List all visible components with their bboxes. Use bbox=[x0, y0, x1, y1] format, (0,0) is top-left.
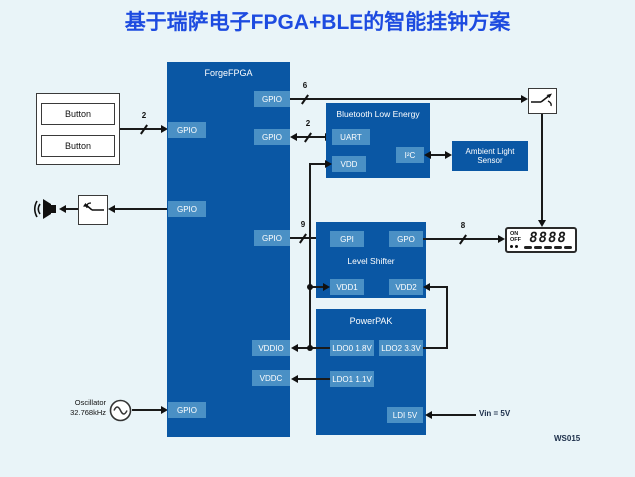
bus-width-gpi: 9 bbox=[296, 220, 310, 244]
bus-width-gpo: 8 bbox=[456, 221, 470, 245]
ls-pin-vdd1: VDD1 bbox=[330, 279, 364, 295]
bus-width-switch: 6 bbox=[298, 81, 312, 105]
arrowhead bbox=[423, 283, 430, 291]
arrowhead bbox=[498, 235, 505, 243]
display-dots bbox=[510, 245, 524, 248]
wire-rail-vdd2 bbox=[430, 286, 446, 288]
wire-vin-ldi bbox=[432, 414, 476, 416]
clock-display: ON OFF 8888 bbox=[505, 227, 577, 253]
ls-pin-gpi: GPI bbox=[330, 231, 364, 247]
wire-oscillator-gpio bbox=[132, 409, 161, 411]
arrowhead bbox=[161, 406, 168, 414]
bus-slash bbox=[140, 124, 148, 135]
bus-width-uart: 2 bbox=[301, 119, 315, 143]
ls-pin-gpo: GPO bbox=[389, 231, 423, 247]
bus-width-label: 2 bbox=[141, 111, 147, 120]
bus-width-label: 8 bbox=[460, 221, 466, 230]
forgefpga-title: ForgeFPGA bbox=[204, 68, 253, 78]
page-title: 基于瑞萨电子FPGA+BLE的智能挂钟方案 bbox=[124, 11, 511, 34]
fpga-pin-gpio-switch: GPIO bbox=[254, 91, 290, 107]
fpga-pin-gpio-speaker: GPIO bbox=[168, 201, 206, 217]
display-on-label: ON bbox=[510, 231, 519, 237]
arrowhead bbox=[108, 205, 115, 213]
arrowhead bbox=[425, 411, 432, 419]
ble-pin-uart: UART bbox=[332, 129, 370, 145]
wire-gpio-switch bbox=[290, 98, 521, 100]
ls-pin-vdd2: VDD2 bbox=[389, 279, 423, 295]
oscillator-label: Oscillator 32.768kHz bbox=[70, 398, 106, 417]
arrowhead bbox=[424, 151, 431, 159]
display-digits-area: 8888 bbox=[524, 230, 572, 250]
fpga-pin-gpio-oscillator: GPIO bbox=[168, 402, 206, 418]
arrowhead bbox=[161, 125, 168, 133]
bus-slash bbox=[301, 94, 309, 105]
button-1: Button bbox=[41, 103, 115, 125]
wire-gpio-amp bbox=[115, 208, 168, 210]
fpga-pin-vddc: VDDC bbox=[252, 370, 290, 386]
arrowhead bbox=[291, 344, 298, 352]
ambient-light-sensor-block: Ambient Light Sensor bbox=[452, 141, 528, 171]
bus-width-buttons: 2 bbox=[137, 111, 151, 135]
wire-1v8-rail bbox=[309, 163, 311, 348]
junction-dot bbox=[307, 284, 313, 290]
bus-width-label: 6 bbox=[302, 81, 308, 90]
powerpak-title: PowerPAK bbox=[349, 316, 393, 326]
wire-gpio-uart bbox=[297, 136, 325, 138]
arrowhead bbox=[323, 283, 330, 291]
als-label-line1: Ambient Light bbox=[465, 146, 515, 156]
wire-ldo0-vddio bbox=[298, 347, 330, 349]
wire-ldo1-vddc bbox=[298, 378, 330, 380]
arrowhead bbox=[59, 205, 66, 213]
fpga-pin-gpio-buttons: GPIO bbox=[168, 122, 206, 138]
arrowhead bbox=[290, 133, 297, 141]
amplifier-symbol-icon bbox=[83, 202, 104, 211]
arrowhead bbox=[291, 375, 298, 383]
display-off-label: OFF bbox=[510, 236, 521, 243]
pp-pin-ldo2: LDO2 3.3V bbox=[379, 340, 423, 356]
display-onoff: ON OFF bbox=[510, 230, 524, 250]
wire-i2c-als bbox=[431, 154, 445, 156]
ble-pin-vdd: VDD bbox=[332, 156, 366, 172]
speaker-icon bbox=[33, 199, 56, 219]
level-shifter-title: Level Shifter bbox=[347, 256, 395, 266]
ble-title: Bluetooth Low Energy bbox=[336, 109, 420, 119]
arrowhead bbox=[325, 160, 332, 168]
bus-width-label: 2 bbox=[305, 119, 311, 128]
junction-dot bbox=[307, 345, 313, 351]
doc-code: WS015 bbox=[554, 434, 581, 443]
wire-ldo2-out bbox=[423, 347, 448, 349]
fpga-pin-gpio-levelshifter: GPIO bbox=[254, 230, 290, 246]
wire-switch-display bbox=[541, 114, 543, 220]
display-digits: 8888 bbox=[528, 229, 569, 246]
wire-rail-vdd1 bbox=[309, 286, 323, 288]
button-2: Button bbox=[41, 135, 115, 157]
pp-pin-ldi: LDI 5V bbox=[387, 407, 423, 423]
switch-symbol-icon bbox=[531, 93, 552, 107]
oscillator-icon bbox=[109, 399, 132, 422]
pp-pin-ldo1: LDO1 1.1V bbox=[330, 371, 374, 387]
wire-buttons-gpio bbox=[120, 128, 162, 130]
arrowhead bbox=[538, 220, 546, 227]
wire-gpio-gpi bbox=[290, 237, 323, 239]
bus-width-label: 9 bbox=[300, 220, 306, 229]
vin-label: Vin = 5V bbox=[479, 409, 511, 418]
wire-amp-speaker bbox=[66, 208, 78, 210]
wire-rail-blevdd bbox=[309, 163, 325, 165]
display-segments bbox=[524, 245, 572, 249]
bus-slash bbox=[304, 132, 312, 143]
fpga-pin-gpio-uart: GPIO bbox=[254, 129, 290, 145]
wire-3v3-rail bbox=[446, 286, 448, 349]
arrowhead bbox=[521, 95, 528, 103]
bus-slash bbox=[299, 233, 307, 244]
pp-pin-ldo0: LDO0 1.8V bbox=[330, 340, 374, 356]
arrowhead bbox=[445, 151, 452, 159]
bus-slash bbox=[459, 234, 467, 245]
ble-pin-i2c: I²C bbox=[396, 147, 424, 163]
als-label-line2: Sensor bbox=[477, 156, 503, 165]
fpga-pin-vddio: VDDIO bbox=[252, 340, 290, 356]
